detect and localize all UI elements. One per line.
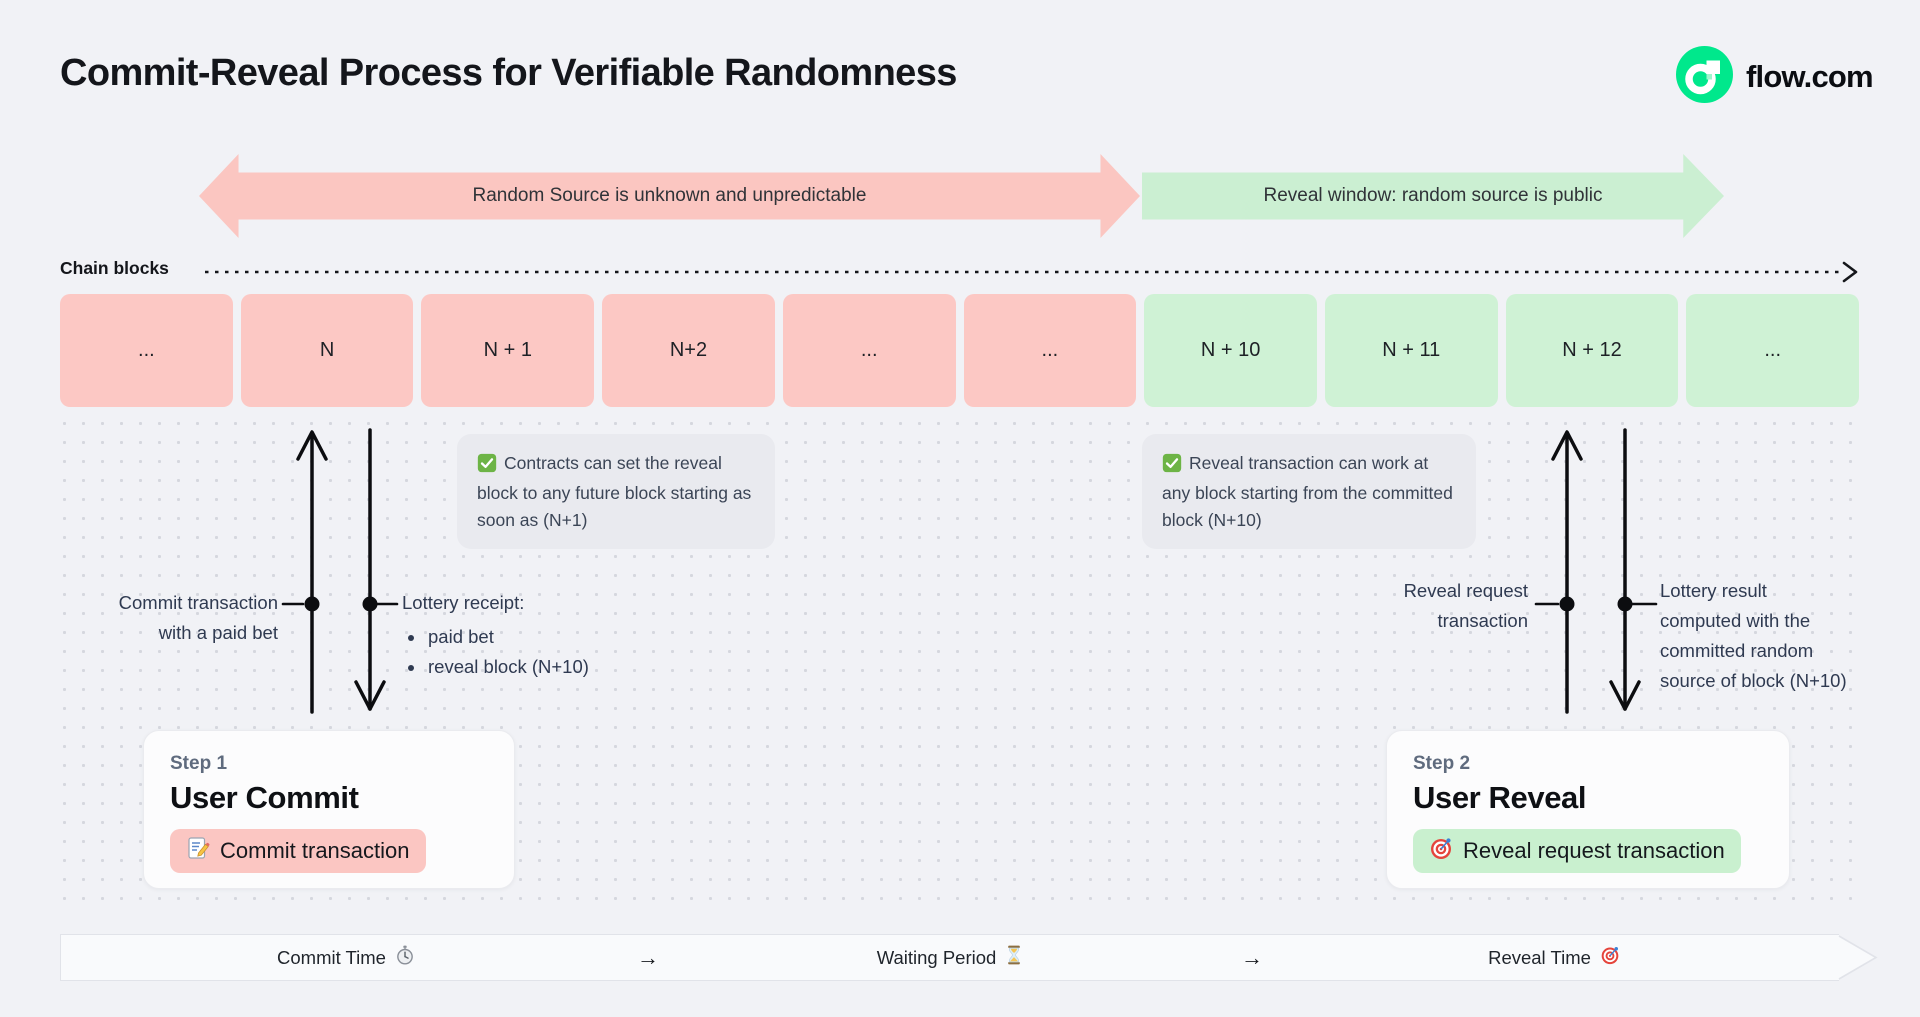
lottery-receipt-title: Lottery receipt: <box>402 592 525 613</box>
hourglass-icon <box>1005 945 1023 970</box>
step-1-card: Step 1 User Commit Commit transaction <box>143 730 515 889</box>
chain-block: ... <box>963 294 1137 407</box>
lottery-result-label: Lottery result computed with the committ… <box>1660 580 1847 691</box>
target-icon <box>1429 836 1453 866</box>
step-2-title: User Reveal <box>1413 780 1587 815</box>
reveal-note-text: Reveal transaction can work at any block… <box>1162 453 1453 530</box>
chain-block: ... <box>60 294 233 407</box>
flow-logo[interactable]: flow.com <box>1676 46 1874 108</box>
step-1-label: Step 1 <box>170 753 228 774</box>
timeline-reveal-time: Reveal Time <box>1403 945 1705 970</box>
timeline-arrow-separator: → <box>1241 944 1263 970</box>
commit-button-label: Commit transaction <box>220 838 410 863</box>
timeline-waiting-period: Waiting Period <box>799 945 1101 970</box>
commit-transaction-button[interactable]: Commit transaction <box>170 829 426 873</box>
chain-blocks-row: ... N N + 1 N+2 ... ... N + 10 N + 11 N … <box>60 294 1860 407</box>
chain-block: N+2 <box>602 294 775 407</box>
commit-phase-arrow-label: Random Source is unknown and unpredictab… <box>472 185 867 206</box>
chain-block: ... <box>782 294 956 407</box>
chain-block: N + 12 <box>1505 294 1679 407</box>
flow-logo-icon <box>1676 46 1733 108</box>
chain-block: N + 11 <box>1324 294 1498 407</box>
check-icon <box>1162 453 1182 480</box>
reveal-phase-arrow-label: Reveal window: random source is public <box>1263 185 1603 206</box>
timeline-arrow-separator: → <box>637 944 659 970</box>
reveal-request-button[interactable]: Reveal request transaction <box>1413 829 1741 873</box>
reveal-request-label: Reveal request transaction <box>1403 580 1528 631</box>
lottery-receipt-label: Lottery receipt: paid bet reveal block (… <box>402 588 589 682</box>
chain-blocks-label: Chain blocks <box>60 258 169 278</box>
check-icon <box>477 453 497 480</box>
timeline-commit-time: Commit Time <box>195 945 497 970</box>
step-2-label: Step 2 <box>1413 753 1471 774</box>
chain-block: N + 1 <box>421 294 595 407</box>
page-title: Commit-Reveal Process for Verifiable Ran… <box>60 52 957 94</box>
commit-transaction-label: Commit transaction with a paid bet <box>118 592 278 643</box>
reveal-phase-arrow: Reveal window: random source is public <box>1142 154 1724 238</box>
chain-block: N + 10 <box>1144 294 1317 407</box>
chain-timeline-arrow <box>205 261 1858 283</box>
step-2-card: Step 2 User Reveal Reveal request transa… <box>1386 730 1790 889</box>
chain-block: N <box>240 294 414 407</box>
step-1-title: User Commit <box>170 780 359 815</box>
brand-name: flow.com <box>1746 59 1874 94</box>
stopwatch-icon <box>395 945 415 970</box>
timeline-chevron <box>1838 935 1878 980</box>
chain-block: ... <box>1686 294 1860 407</box>
commit-note: Contracts can set the reveal block to an… <box>457 434 775 549</box>
lottery-receipt-bullet: reveal block (N+10) <box>426 652 589 682</box>
reveal-note: Reveal transaction can work at any block… <box>1142 434 1476 549</box>
memo-icon <box>186 836 210 866</box>
reveal-button-label: Reveal request transaction <box>1463 838 1725 863</box>
timeline-bar: Commit Time → Waiting Period <box>60 934 1839 981</box>
commit-note-text: Contracts can set the reveal block to an… <box>477 453 752 530</box>
lottery-receipt-bullet: paid bet <box>426 622 589 652</box>
commit-phase-arrow: Random Source is unknown and unpredictab… <box>199 154 1140 238</box>
target-icon <box>1600 945 1620 970</box>
